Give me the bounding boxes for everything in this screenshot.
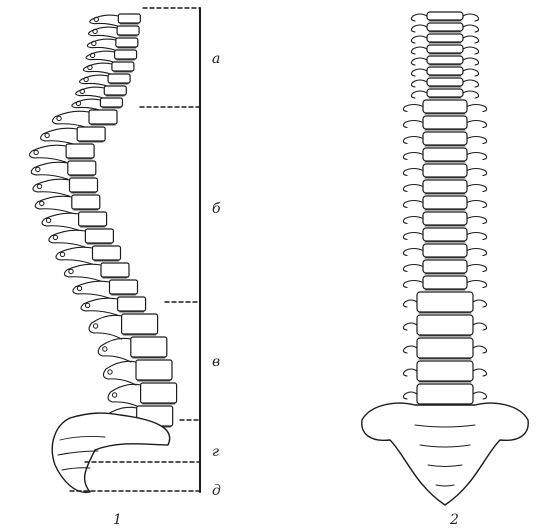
anterior-spine-view xyxy=(362,12,528,505)
lateral-vertebra xyxy=(112,62,134,71)
anterior-vertebra xyxy=(417,292,473,312)
anterior-vertebra xyxy=(427,45,463,53)
lateral-vertebra xyxy=(93,246,121,260)
anterior-vertebra xyxy=(423,228,467,241)
anterior-vertebra xyxy=(427,89,463,97)
anterior-vertebra xyxy=(423,276,467,289)
lateral-vertebra xyxy=(116,38,138,47)
anterior-vertebra xyxy=(423,244,467,257)
region-labels: а б в г д xyxy=(212,51,221,499)
lateral-vertebra xyxy=(101,263,129,277)
lateral-vertebra xyxy=(66,144,94,158)
region-label-coccygeal: д xyxy=(212,483,221,499)
anterior-vertebra xyxy=(427,56,463,64)
lateral-vertebra xyxy=(77,127,105,141)
anterior-vertebra xyxy=(423,116,467,129)
lateral-vertebra xyxy=(79,212,107,226)
region-label-lumbar: в xyxy=(212,354,220,370)
lateral-vertebra xyxy=(122,314,158,334)
anterior-vertebra xyxy=(423,260,467,273)
anterior-vertebra xyxy=(423,148,467,161)
sacrum xyxy=(362,403,528,505)
lateral-vertebra xyxy=(108,74,130,83)
view-label-lateral: 1 xyxy=(113,512,122,528)
anterior-vertebra xyxy=(417,384,473,404)
anterior-vertebra xyxy=(427,78,463,86)
anterior-vertebra xyxy=(417,315,473,335)
lateral-vertebra xyxy=(89,110,117,124)
lateral-vertebra xyxy=(118,297,146,311)
anterior-vertebra xyxy=(427,34,463,42)
lateral-vertebra xyxy=(100,98,122,107)
anterior-vertebra xyxy=(423,180,467,193)
lateral-vertebra xyxy=(118,14,140,23)
lateral-vertebra xyxy=(136,360,172,380)
lateral-vertebra xyxy=(104,86,126,95)
anterior-vertebra xyxy=(427,12,463,20)
anterior-vertebra xyxy=(423,196,467,209)
lateral-spine-view xyxy=(30,14,177,492)
region-label-thoracic: б xyxy=(212,201,221,217)
anterior-vertebra xyxy=(423,132,467,145)
lateral-vertebra xyxy=(70,178,98,192)
lateral-vertebra xyxy=(68,161,96,175)
lateral-vertebra xyxy=(110,280,138,294)
anterior-vertebra xyxy=(427,23,463,31)
region-label-sacral: г xyxy=(212,444,219,460)
region-label-cervical: а xyxy=(212,51,220,67)
anterior-vertebra xyxy=(423,212,467,225)
anterior-vertebra xyxy=(423,100,467,113)
lateral-vertebra xyxy=(115,50,137,59)
lateral-vertebra xyxy=(117,26,139,35)
anterior-vertebra xyxy=(417,338,473,358)
lateral-vertebra xyxy=(72,195,100,209)
anterior-vertebra xyxy=(423,164,467,177)
anterior-vertebra xyxy=(417,361,473,381)
anterior-vertebra xyxy=(427,67,463,75)
lateral-vertebra xyxy=(141,383,177,403)
lateral-vertebra xyxy=(131,337,167,357)
lateral-vertebra xyxy=(85,229,113,243)
view-label-anterior: 2 xyxy=(449,512,459,528)
